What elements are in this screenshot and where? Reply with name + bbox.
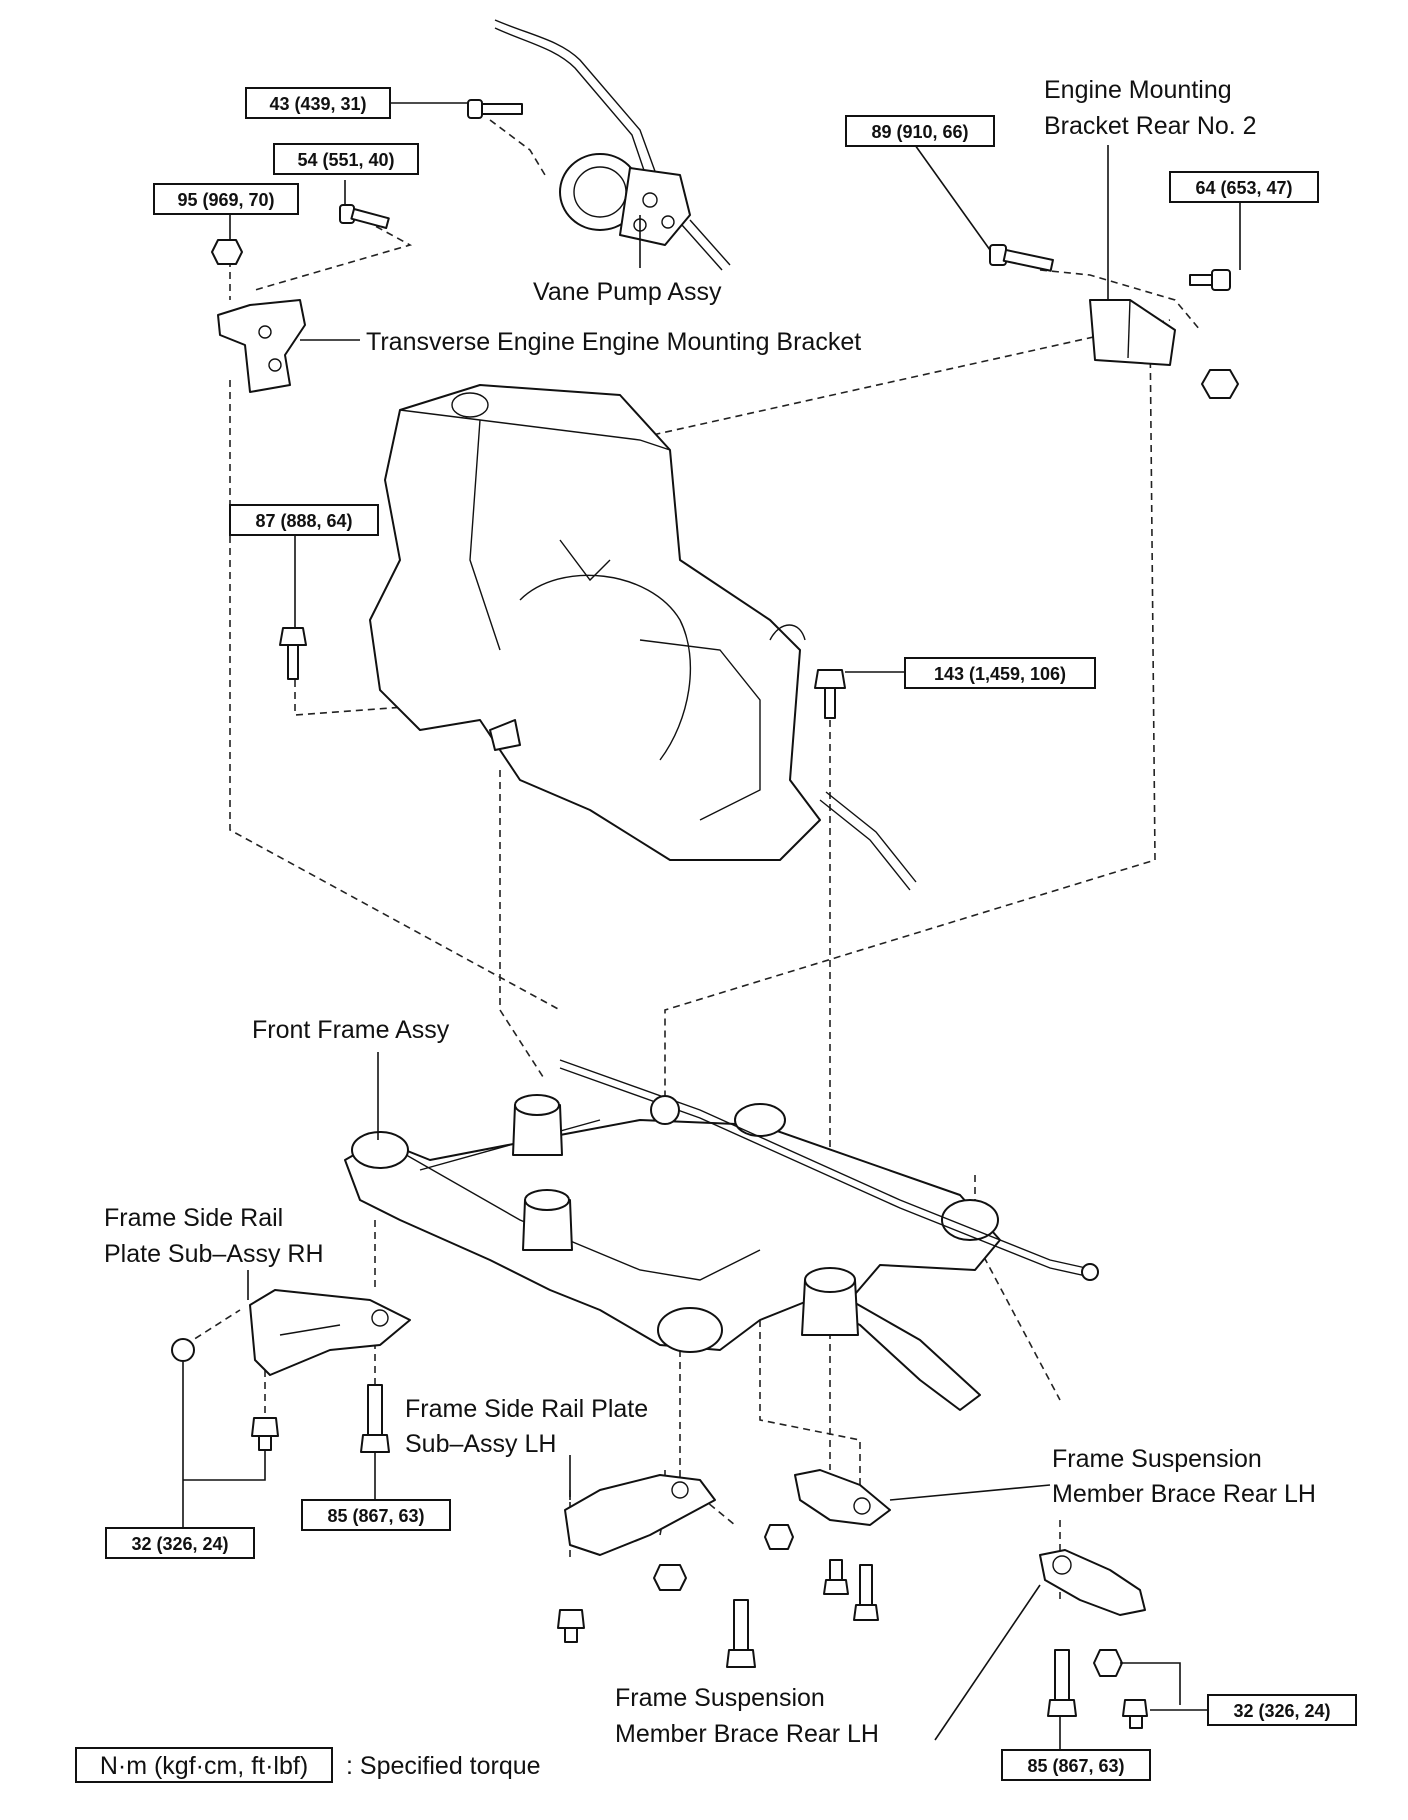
side-rail-plate-lh [564,1474,716,1556]
torque-43-text: 43 (439, 31) [269,94,366,114]
nut-rear [1201,369,1239,399]
torque-43: 43 (439, 31) [245,87,391,119]
torque-64: 64 (653, 47) [1169,171,1319,203]
side-rail-plate-rh [249,1289,411,1376]
brace-right-bolts [1047,1649,1148,1729]
vane-pump [559,153,691,246]
label-rail-rh-2: Plate Sub–Assy RH [104,1240,324,1268]
bolt-89 [989,244,1054,272]
bolt-87 [279,627,307,680]
suspension-brace-center [794,1469,891,1526]
torque-85-right-text: 85 (867, 63) [1027,1756,1124,1776]
torque-143: 143 (1,459, 106) [904,657,1096,689]
bolt-rh-2 [360,1384,390,1453]
label-brace-right-1: Frame Suspension [1052,1445,1262,1473]
nut-lh [653,1564,687,1591]
transverse-mounting-bracket [217,299,306,393]
torque-32-right: 32 (326, 24) [1207,1694,1357,1726]
torque-89-text: 89 (910, 66) [871,122,968,142]
label-rear-bracket-1: Engine Mounting [1044,76,1232,104]
nut-rh [171,1338,195,1362]
torque-143-text: 143 (1,459, 106) [934,664,1066,684]
torque-54: 54 (551, 40) [273,143,419,175]
torque-85-left-text: 85 (867, 63) [327,1506,424,1526]
torque-32-left-text: 32 (326, 24) [131,1534,228,1554]
label-rear-bracket-2: Bracket Rear No. 2 [1044,112,1257,140]
bolt-54 [339,204,390,229]
leader-lines [182,102,1241,1750]
bolt-rh-1 [251,1417,279,1451]
torque-89: 89 (910, 66) [845,115,995,147]
torque-legend: N·m (kgf·cm, ft·lbf) : Specified torque [75,1747,541,1783]
brace-center-bolts [764,1524,879,1621]
label-front-frame: Front Frame Assy [252,1016,450,1044]
label-rail-lh-2: Sub–Assy LH [405,1430,556,1458]
front-frame [344,1059,1099,1411]
bolt-43 [467,99,523,119]
label-brace-bottom-1: Frame Suspension [615,1684,825,1712]
torque-32-right-text: 32 (326, 24) [1233,1701,1330,1721]
torque-64-text: 64 (653, 47) [1195,178,1292,198]
label-rail-rh-1: Frame Side Rail [104,1204,283,1232]
torque-87-text: 87 (888, 64) [255,511,352,531]
torque-95: 95 (969, 70) [153,183,299,215]
legend-text: : Specified torque [346,1752,541,1780]
suspension-brace-right [1039,1549,1146,1616]
torque-85-right: 85 (867, 63) [1001,1749,1151,1781]
pressure-hose [494,19,731,271]
bolt-lh-1 [557,1609,585,1643]
torque-95-text: 95 (969, 70) [177,190,274,210]
legend-unit: N·m (kgf·cm, ft·lbf) [100,1752,308,1780]
torque-85-left: 85 (867, 63) [301,1499,451,1531]
label-transverse-bracket: Transverse Engine Engine Mounting Bracke… [366,328,861,356]
rear-mounting-bracket [1089,299,1176,366]
bolt-lh-2 [726,1599,756,1668]
label-rail-lh-1: Frame Side Rail Plate [405,1395,648,1423]
bolt-143 [814,669,846,719]
torque-54-text: 54 (551, 40) [297,150,394,170]
label-brace-right-2: Member Brace Rear LH [1052,1480,1316,1508]
torque-87: 87 (888, 64) [229,504,379,536]
nut-95 [211,239,243,265]
torque-32-left: 32 (326, 24) [105,1527,255,1559]
engine-transaxle [369,384,917,891]
label-vane-pump: Vane Pump Assy [533,278,722,306]
label-brace-bottom-2: Member Brace Rear LH [615,1720,879,1748]
bolt-64 [1189,269,1231,291]
